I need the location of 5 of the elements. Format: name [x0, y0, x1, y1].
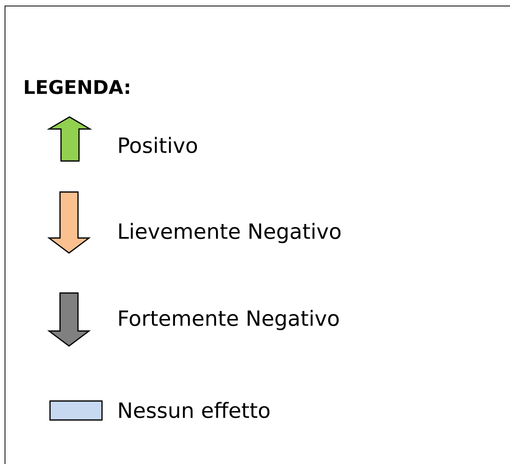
legend-label: Fortemente Negativo	[119, 310, 339, 330]
legend-label: Lievemente Negativo	[119, 222, 341, 244]
legend-title: LEGENDA:	[24, 80, 130, 94]
legend-label: Positivo	[119, 136, 197, 154]
legend-label: Nessun effetto	[119, 402, 270, 418]
